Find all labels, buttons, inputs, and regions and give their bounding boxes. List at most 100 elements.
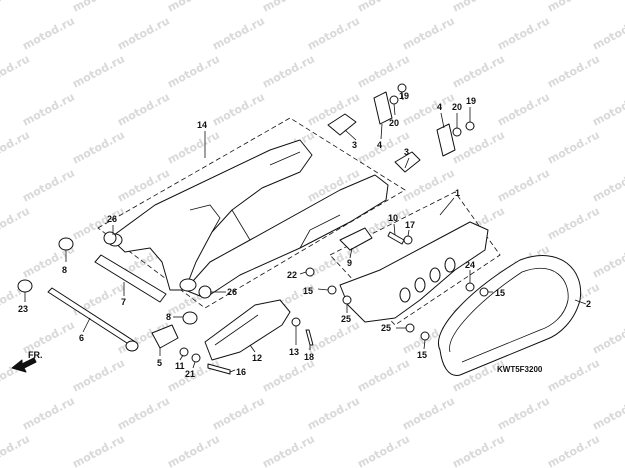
watermark-text: motod.ru	[70, 52, 127, 90]
watermark-text: motod.ru	[590, 166, 625, 204]
watermark-text: motod.ru	[450, 52, 507, 90]
callout-labels: 14 1 2 3 3 4 4 5 6 7 8 8 9 10 11 12 13 1…	[18, 91, 591, 379]
watermark-text: motod.ru	[590, 242, 625, 280]
watermark-text: motod.ru	[450, 0, 507, 15]
callout-7: 7	[121, 297, 126, 307]
washer-25-upper-part	[342, 295, 352, 305]
callout-15-right: 15	[495, 288, 505, 298]
watermark-text: motod.ru	[590, 394, 625, 432]
callout-8-lower: 8	[166, 312, 171, 322]
adjuster-plate-right-part	[436, 123, 456, 157]
watermark-text: motod.ru	[400, 394, 457, 432]
callout-13: 13	[289, 347, 299, 357]
pivot-bolt-head	[125, 340, 139, 352]
callout-3-left: 3	[352, 140, 357, 150]
chain-guard-assembly-box	[329, 191, 501, 326]
callout-24: 24	[465, 260, 475, 270]
watermark-text: motod.ru	[70, 0, 127, 15]
screw-slider-part	[305, 329, 314, 346]
watermark-text: motod.ru	[0, 204, 32, 242]
callout-20-left: 20	[389, 118, 399, 128]
watermark-text: motod.ru	[210, 14, 267, 52]
callout-23: 23	[18, 304, 28, 314]
watermark-text: motod.ru	[165, 52, 222, 90]
watermark-text: motod.ru	[260, 356, 317, 394]
watermark-text: motod.ru	[545, 432, 602, 468]
dust-seal-part	[58, 237, 74, 251]
callout-9: 9	[347, 258, 352, 268]
watermark-text: motod.ru	[495, 90, 552, 128]
washer-25-lower-part	[405, 323, 415, 333]
callout-5: 5	[157, 358, 162, 368]
callout-18: 18	[304, 352, 314, 362]
pivot-collar-part	[94, 254, 167, 303]
watermark-text: motod.ru	[20, 394, 77, 432]
callout-22: 22	[287, 270, 297, 280]
watermark-text: motod.ru	[20, 166, 77, 204]
callout-15-lower: 15	[417, 350, 427, 360]
callout-4-left: 4	[377, 140, 382, 150]
watermark-text: motod.ru	[210, 90, 267, 128]
nut-20-left-part	[389, 95, 399, 105]
watermark-text: motod.ru	[20, 90, 77, 128]
callout-16: 16	[236, 367, 246, 377]
watermark-text: motod.ru	[355, 356, 412, 394]
watermark-text: motod.ru	[355, 432, 412, 468]
callout-25-upper: 25	[341, 314, 351, 324]
watermark-text: motod.ru	[590, 14, 625, 52]
nut-19-right-part	[465, 121, 475, 131]
watermark-text: motod.ru	[260, 432, 317, 468]
watermark-text: motod.ru	[495, 394, 552, 432]
callout-15-left: 15	[303, 286, 313, 296]
callout-1: 1	[455, 188, 460, 198]
callout-8-upper: 8	[62, 265, 67, 275]
watermark-text: motod.ru	[165, 0, 222, 15]
slider-block-part	[151, 324, 179, 349]
watermark-text: motod.ru	[305, 318, 362, 356]
callout-19-right: 19	[466, 96, 476, 106]
watermark-text: motod.ru	[545, 0, 602, 15]
front-direction-indicator: FR.	[11, 350, 43, 373]
callout-17: 17	[405, 220, 415, 230]
watermark-text: motod.ru	[545, 356, 602, 394]
callout-10: 10	[388, 213, 398, 223]
watermark-text: motod.ru	[355, 0, 412, 15]
watermark-text: motod.ru	[0, 52, 32, 90]
watermark-text: motod.ru	[495, 166, 552, 204]
swingarm-part	[107, 139, 389, 299]
bolt-15-lower-part	[420, 331, 430, 341]
callout-26-lower: 26	[227, 287, 237, 297]
watermark-text: motod.ru	[400, 14, 457, 52]
watermark-text: motod.ru	[260, 0, 317, 15]
watermark-text: motod.ru	[260, 52, 317, 90]
front-direction-label: FR.	[28, 350, 43, 360]
collar-guide-part	[403, 235, 413, 245]
watermark-text: motod.ru	[210, 394, 267, 432]
bolt-slider-part	[207, 363, 231, 375]
bolt-guide-part	[387, 231, 405, 245]
drawing-code: KWT5F3200	[497, 365, 543, 374]
dust-seal-lower-part	[182, 311, 198, 325]
callout-4-right: 4	[437, 102, 442, 112]
watermark-text: motod.ru	[545, 52, 602, 90]
callout-21: 21	[185, 369, 195, 379]
callout-3-right: 3	[404, 147, 409, 157]
chain-guide-bracket-part	[339, 227, 373, 251]
watermark-text: motod.ru	[0, 0, 32, 15]
watermark-text: motod.ru	[545, 128, 602, 166]
bolt-15-left-part	[327, 285, 337, 295]
watermark-text: motod.ru	[70, 356, 127, 394]
washer-small-part	[191, 353, 201, 363]
nut-22-part	[305, 267, 315, 277]
watermark-text: motod.ru	[115, 90, 172, 128]
watermark-text: motod.ru	[0, 432, 32, 468]
bearing-upper-part	[103, 231, 117, 245]
nut-slider-part	[291, 317, 301, 327]
watermark-text: motod.ru	[0, 128, 32, 166]
callout-26-upper: 26	[107, 214, 117, 224]
callout-25-lower: 25	[381, 323, 391, 333]
watermark-text: motod.ru	[545, 204, 602, 242]
callout-11: 11	[175, 361, 185, 371]
